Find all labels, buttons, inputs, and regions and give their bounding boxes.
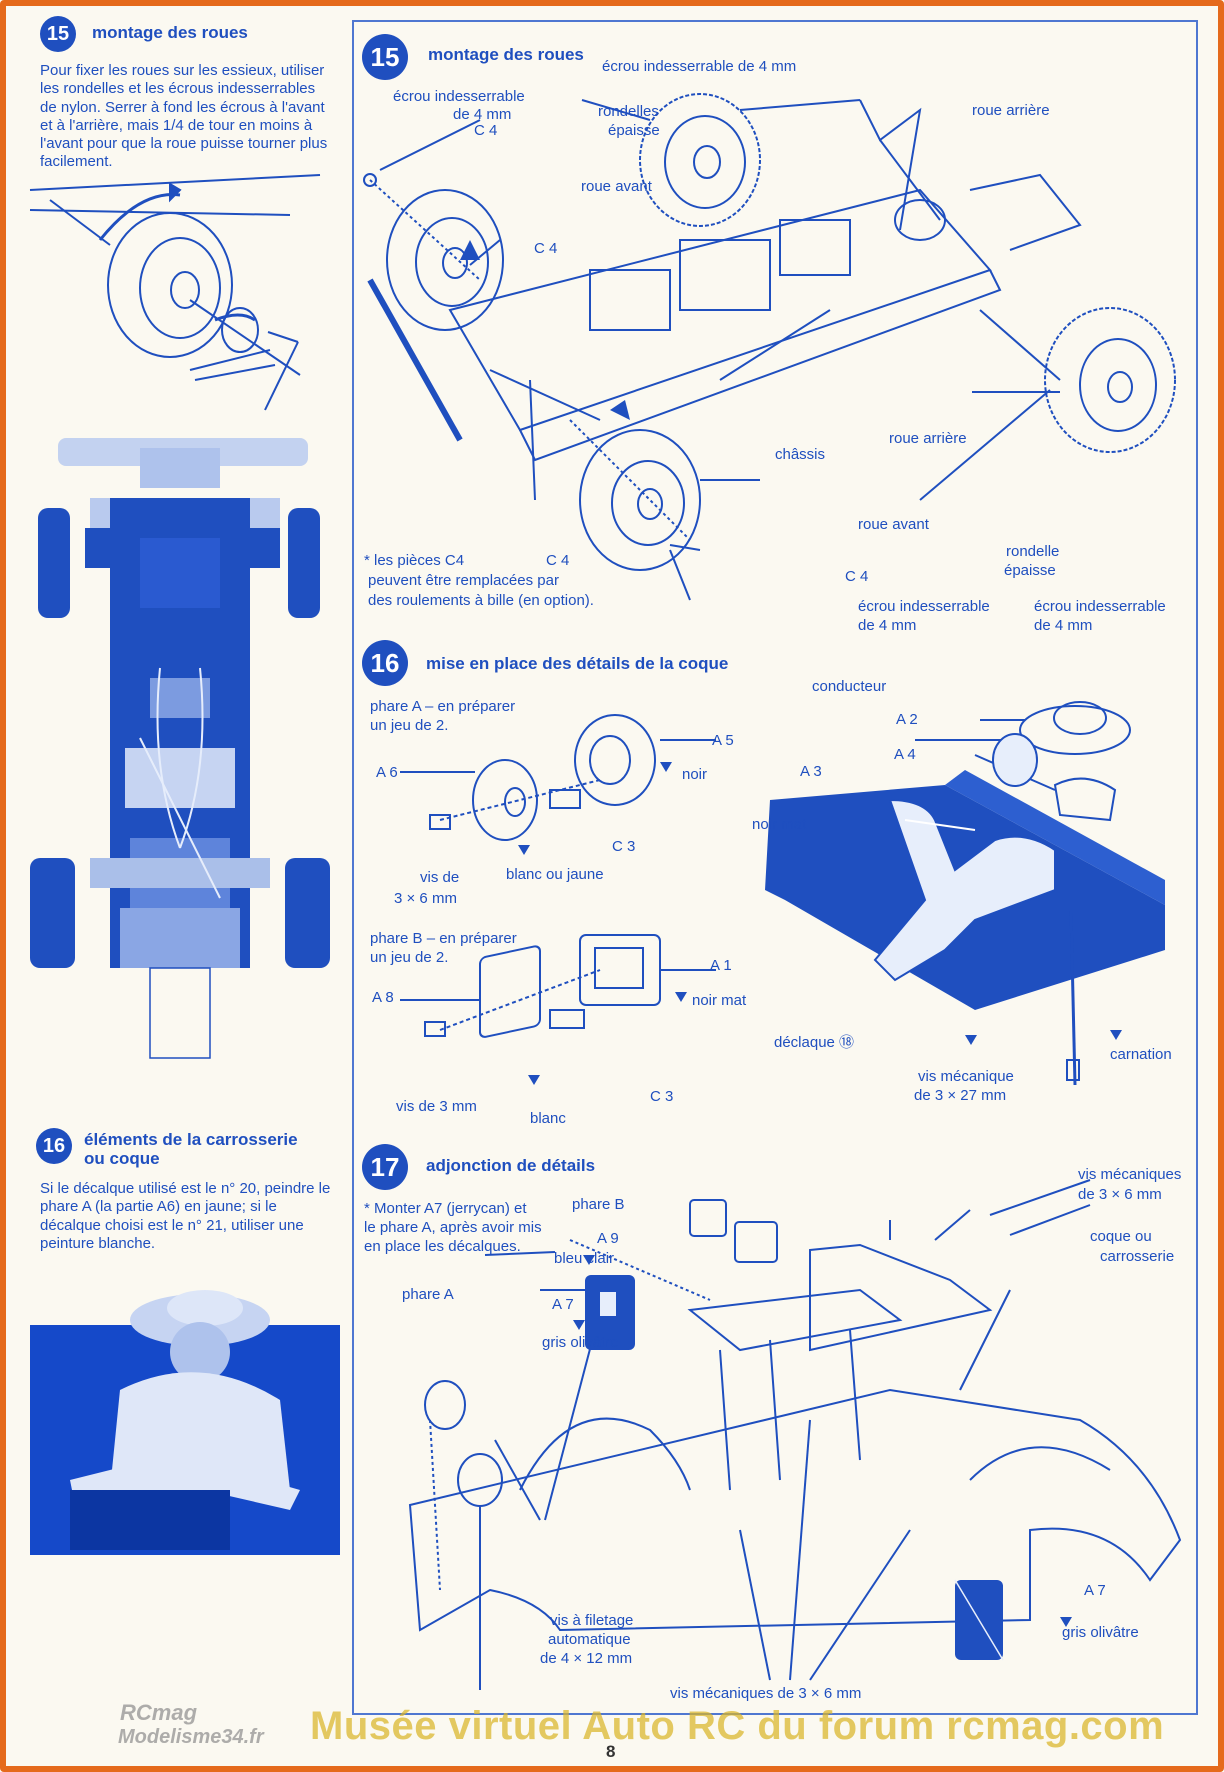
label-visfil-2: automatique [548,1631,631,1648]
label-a4: A 4 [894,746,916,763]
label-bleu-clair: bleu clair [554,1250,615,1267]
instructions-panel [352,20,1198,1715]
step-17-note-2: le phare A, après avoir mis [364,1219,542,1236]
step-16-title-line1: éléments de la carrosserie [84,1130,298,1149]
step-17-panel-title: adjonction de détails [426,1156,596,1175]
label-vismeca-2: de 3 × 27 mm [914,1087,1007,1104]
step-17-note-3: en place les décalques. [364,1238,521,1255]
label-a3: A 3 [800,763,822,780]
step-17-note-1: * Monter A7 (jerrycan) et [364,1200,527,1217]
label-visfil-1: vis à filetage [550,1612,634,1629]
label-coque-2: carrosserie [1100,1248,1175,1265]
label-gris-a: gris olivâtre [542,1334,619,1351]
driver-figure-photo [30,1290,340,1555]
label-noir: noir [682,766,708,783]
headlight-parts-diagram [400,714,716,1085]
label-ecrou-b1-1: écrou indesserrable [858,598,990,615]
label-c4-a: C 4 [474,122,498,139]
step-16-badge: 16 [36,1128,72,1164]
label-roue-arriere-top: roue arrière [972,102,1050,119]
label-c4-c: C 4 [546,552,570,569]
label-roue-avant-top: roue avant [581,178,652,195]
step-15-note-3: des roulements à bille (en option). [368,592,594,609]
label-declaque: déclaque ⑱ [774,1034,855,1051]
step-15-panel-badge: 15 [362,34,408,80]
label-noir-mat-a: noir mat [692,992,747,1009]
label-chassis: châssis [775,446,826,463]
label-phareB-17: phare B [572,1196,625,1213]
label-rondelle-right-2: épaisse [1004,562,1056,579]
label-gris-b: gris olivâtre [1062,1624,1139,1641]
label-vis36-1: vis de [420,869,460,886]
label-ecrou-b1-2: de 4 mm [858,617,917,634]
label-phareA-2: un jeu de 2. [370,717,449,734]
label-c4-d: C 4 [845,568,869,585]
label-vis36-2: 3 × 6 mm [394,890,457,907]
label-a9: A 9 [597,1230,619,1247]
label-a2: A 2 [896,711,918,728]
label-phareA-1: phare A – en préparer [370,698,516,715]
label-phareA-17: phare A [402,1286,454,1303]
label-noir-mat-b: noir mat [752,816,807,833]
step-16-panel-title: mise en place des détails de la coque [426,654,729,673]
step-15-note-1: * les pièces C4 [364,552,465,569]
label-ecrou-b2-2: de 4 mm [1034,617,1093,634]
label-carnation: carnation [1110,1046,1172,1063]
chassis-photo [30,438,330,1059]
label-roue-arriere-right: roue arrière [889,430,967,447]
label-c4-b: C 4 [534,240,558,257]
label-vismeca-bottom: vis mécaniques de 3 × 6 mm [670,1685,862,1702]
label-phareB-1: phare B – en préparer [370,930,517,947]
label-rondelles-2: épaisse [608,122,660,139]
label-vismeca-tr-1: vis mécaniques [1078,1166,1182,1183]
rcmag-logo: RCmag [120,1700,198,1725]
label-a6: A 6 [376,764,398,781]
label-c3-b: C 3 [650,1088,674,1105]
label-vismeca-1: vis mécanique [918,1068,1014,1085]
label-rondelles-1: rondelles [598,103,659,120]
label-a8: A 8 [372,989,394,1006]
label-c3-a: C 3 [612,838,636,855]
step-15-title: montage des roues [92,23,248,42]
label-vis3: vis de 3 mm [396,1098,477,1115]
body-shell-diagram [408,1179,1182,1690]
label-visfil-3: de 4 × 12 mm [540,1650,633,1667]
step-16-text: Si le décalque utilisé est le n° 20, pei… [40,1180,331,1252]
label-ecrou-top: écrou indesserrable de 4 mm [602,58,797,75]
label-a7-a: A 7 [552,1296,574,1313]
label-blanc-jaune: blanc ou jaune [506,866,604,883]
watermark: Musée virtuel Auto RC du forum rcmag.com [310,1704,1165,1748]
label-phareB-2: un jeu de 2. [370,949,449,966]
label-vismeca-tr-2: de 3 × 6 mm [1078,1186,1162,1203]
label-a5: A 5 [712,732,734,749]
step-16-title-line2: ou coque [84,1149,160,1168]
label-ecrou-b2-1: écrou indesserrable [1034,598,1166,615]
label-coque-1: coque ou [1090,1228,1152,1245]
label-rondelle-right-1: rondelle [1006,543,1060,560]
step-15-badge: 15 [40,16,76,52]
label-blanc: blanc [530,1110,566,1127]
step-15-text: Pour fixer les roues sur les essieux, ut… [40,62,328,171]
step-15-panel-title: montage des roues [428,45,584,64]
step-17-panel-badge: 17 [362,1144,408,1190]
label-conducteur: conducteur [812,678,887,695]
driver-seat-diagram [765,701,1165,1086]
modelisme34-logo: Modelisme34.fr [118,1726,264,1748]
label-ecrou-left-2: de 4 mm [453,106,512,123]
page-number: 8 [606,1742,616,1761]
wheel-axle-illustration [29,174,321,411]
wheel-assembly-diagram [363,93,1176,601]
step-15-note-2: peuvent être remplacées par [368,572,559,589]
label-ecrou-left-1: écrou indesserrable [393,88,525,105]
label-a1: A 1 [710,957,732,974]
label-a7-b: A 7 [1084,1582,1106,1599]
step-16-panel-badge: 16 [362,640,408,686]
label-roue-avant-bottom: roue avant [858,516,929,533]
